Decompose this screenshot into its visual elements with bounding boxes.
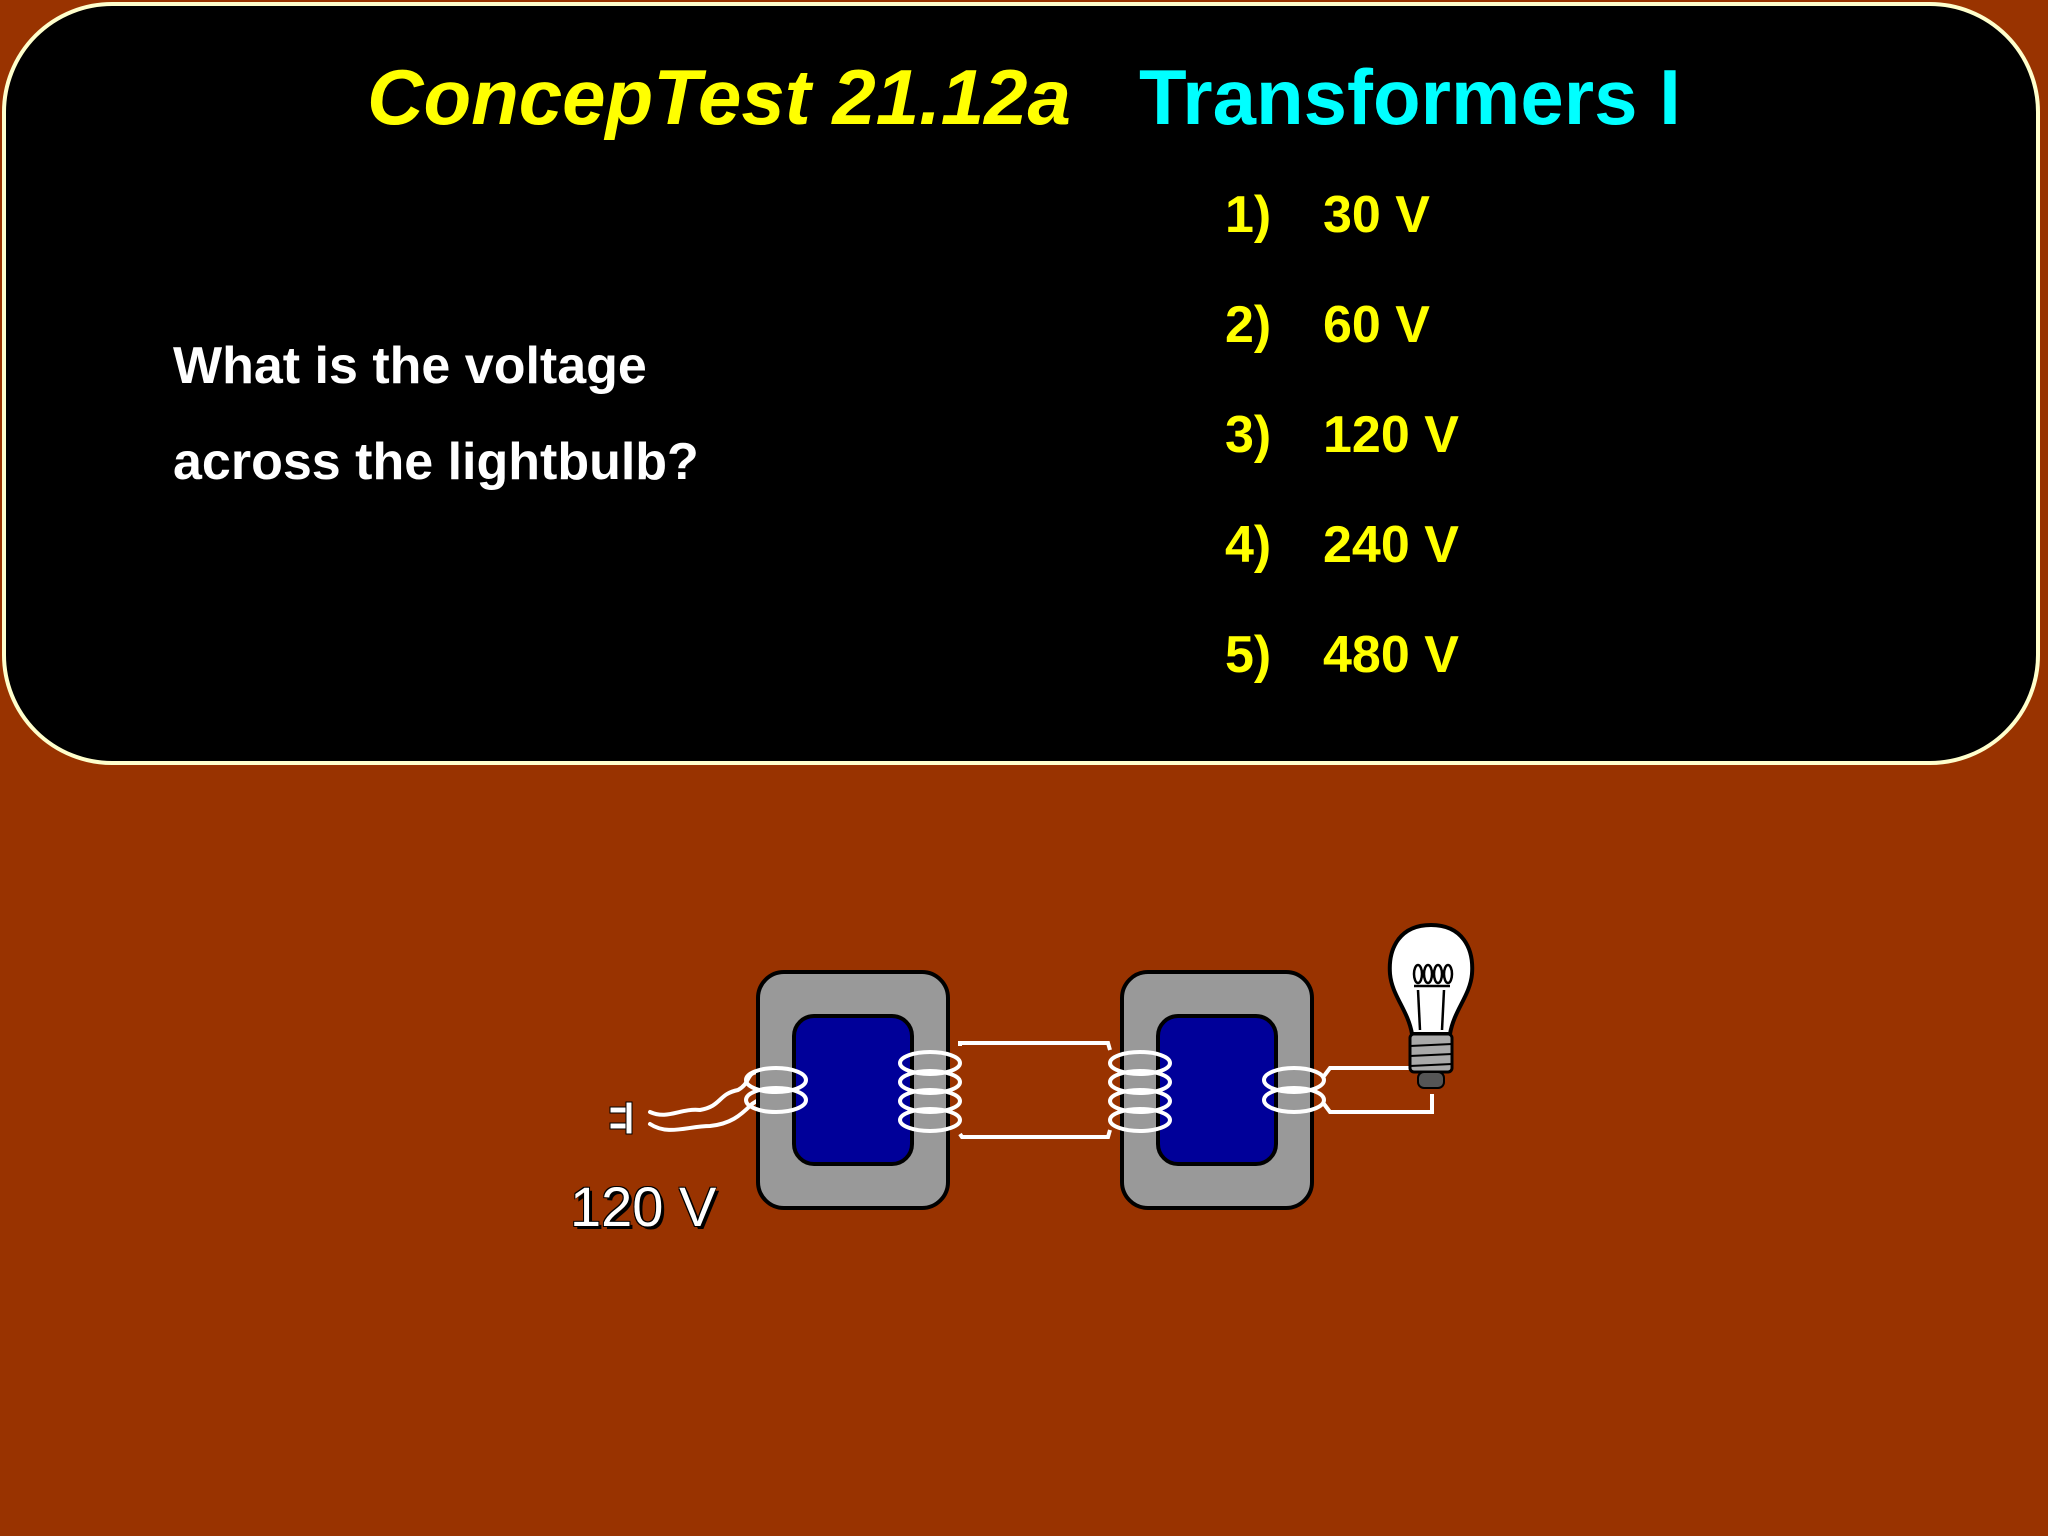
concept-test-number: ConcepTest 21.12a — [367, 53, 1071, 141]
topic-title: Transformers I — [1138, 53, 1681, 141]
answer-number: 1) — [1225, 186, 1272, 244]
answer-text: 480 V — [1323, 626, 1459, 684]
transformer-icon — [756, 970, 950, 1210]
question-line-2: across the lightbulb? — [173, 433, 699, 491]
transformer-coils — [744, 1050, 1326, 1133]
question-line-1: What is the voltage — [173, 337, 647, 395]
answer-text: 120 V — [1323, 406, 1459, 464]
answer-list: 1) 30 V 2) 60 V 3) 120 V 4) 240 V 5) 480 V — [1225, 180, 1459, 730]
answer-text: 240 V — [1323, 516, 1459, 574]
plug-icon — [609, 1101, 633, 1135]
lightbulb-icon — [1387, 922, 1475, 1089]
answer-number: 5) — [1225, 626, 1272, 684]
answer-option-1[interactable]: 1) 30 V — [1225, 180, 1459, 290]
question-panel — [2, 2, 2040, 765]
answer-option-3[interactable]: 3) 120 V — [1225, 400, 1459, 510]
power-cord — [648, 1069, 772, 1132]
transformer-icon — [1120, 970, 1314, 1210]
answer-option-5[interactable]: 5) 480 V — [1225, 620, 1459, 730]
answer-number: 2) — [1225, 296, 1272, 354]
answer-text: 60 V — [1323, 296, 1430, 354]
answer-number: 4) — [1225, 516, 1272, 574]
answer-number: 3) — [1225, 406, 1272, 464]
slide-title: ConcepTest 21.12a Transformers I — [0, 52, 2048, 142]
source-voltage-label: 120 V — [570, 1175, 717, 1238]
answer-option-4[interactable]: 4) 240 V — [1225, 510, 1459, 620]
answer-text: 30 V — [1323, 186, 1430, 244]
circuit-wires — [958, 1041, 1434, 1139]
answer-option-2[interactable]: 2) 60 V — [1225, 290, 1459, 400]
question-text: What is the voltage across the lightbulb… — [173, 318, 699, 510]
